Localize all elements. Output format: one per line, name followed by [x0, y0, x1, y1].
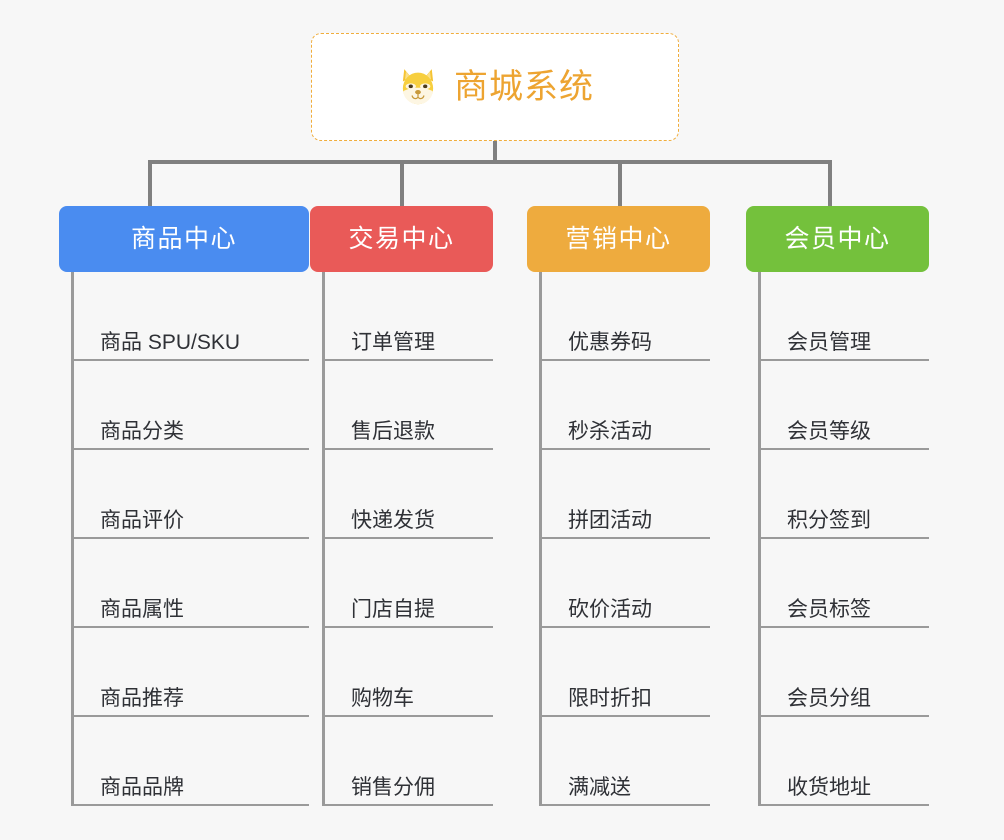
category-label-3: 营销中心 — [565, 224, 672, 253]
leaf-item[interactable]: 会员分组 — [761, 628, 929, 717]
leaf-item[interactable]: 销售分佣 — [325, 717, 493, 806]
leaf-item[interactable]: 商品品牌 — [74, 717, 309, 806]
leaf-label: 购物车 — [351, 687, 414, 710]
leaf-item[interactable]: 订单管理 — [325, 272, 493, 361]
leaf-item[interactable]: 购物车 — [325, 628, 493, 717]
leaf-label: 满减送 — [568, 776, 631, 799]
leaf-item[interactable]: 砍价活动 — [542, 539, 710, 628]
leaf-label: 优惠券码 — [568, 331, 652, 354]
connector-drop-1 — [148, 160, 152, 208]
root-title: 商城系统 — [454, 68, 594, 106]
branch-member-center: 会员中心 会员管理 会员等级 积分签到 会员标签 会员分组 收货地址 — [746, 206, 929, 806]
leaf-label: 会员等级 — [787, 420, 871, 443]
category-label-4: 会员中心 — [784, 224, 891, 253]
leaf-label: 商品分类 — [100, 420, 184, 443]
leaf-label: 会员管理 — [787, 331, 871, 354]
connector-drop-3 — [618, 160, 622, 208]
leaf-label: 会员分组 — [787, 687, 871, 710]
leaf-item[interactable]: 会员标签 — [761, 539, 929, 628]
leaf-label: 商品属性 — [100, 598, 184, 621]
leaf-item[interactable]: 会员管理 — [761, 272, 929, 361]
leaf-label: 限时折扣 — [568, 687, 652, 710]
leaf-item[interactable]: 拼团活动 — [542, 450, 710, 539]
leaf-label: 门店自提 — [351, 598, 435, 621]
leaf-item[interactable]: 满减送 — [542, 717, 710, 806]
leaf-item[interactable]: 售后退款 — [325, 361, 493, 450]
connector-drop-2 — [400, 160, 404, 208]
leaf-item[interactable]: 积分签到 — [761, 450, 929, 539]
connector-horizontal-bus — [148, 160, 832, 164]
leaf-item[interactable]: 商品评价 — [74, 450, 309, 539]
leaf-list-1: 商品 SPU/SKU 商品分类 商品评价 商品属性 商品推荐 商品品牌 — [71, 272, 309, 806]
leaf-item[interactable]: 秒杀活动 — [542, 361, 710, 450]
leaf-item[interactable]: 优惠券码 — [542, 272, 710, 361]
leaf-item[interactable]: 商品推荐 — [74, 628, 309, 717]
leaf-item[interactable]: 限时折扣 — [542, 628, 710, 717]
leaf-item[interactable]: 收货地址 — [761, 717, 929, 806]
category-label-1: 商品中心 — [130, 224, 237, 253]
leaf-list-3: 优惠券码 秒杀活动 拼团活动 砍价活动 限时折扣 满减送 — [539, 272, 710, 806]
leaf-label: 会员标签 — [787, 598, 871, 621]
category-box-1[interactable]: 商品中心 — [59, 206, 309, 272]
leaf-list-4: 会员管理 会员等级 积分签到 会员标签 会员分组 收货地址 — [758, 272, 929, 806]
leaf-item[interactable]: 商品属性 — [74, 539, 309, 628]
shiba-dog-face-icon — [396, 65, 440, 109]
category-box-3[interactable]: 营销中心 — [527, 206, 710, 272]
leaf-label: 积分签到 — [787, 509, 871, 532]
leaf-label: 订单管理 — [351, 331, 435, 354]
leaf-label: 商品评价 — [100, 509, 184, 532]
leaf-label: 收货地址 — [787, 776, 871, 799]
leaf-label: 售后退款 — [351, 420, 435, 443]
category-box-4[interactable]: 会员中心 — [746, 206, 929, 272]
leaf-label: 拼团活动 — [568, 509, 652, 532]
category-label-2: 交易中心 — [348, 224, 455, 253]
leaf-item[interactable]: 商品 SPU/SKU — [74, 272, 309, 361]
leaf-label: 商品 SPU/SKU — [100, 331, 241, 354]
root-node[interactable]: 商城系统 — [311, 33, 679, 141]
branch-product-center: 商品中心 商品 SPU/SKU 商品分类 商品评价 商品属性 商品推荐 商品品牌 — [59, 206, 309, 806]
leaf-item[interactable]: 商品分类 — [74, 361, 309, 450]
leaf-label: 秒杀活动 — [568, 420, 652, 443]
leaf-list-2: 订单管理 售后退款 快递发货 门店自提 购物车 销售分佣 — [322, 272, 493, 806]
leaf-item[interactable]: 快递发货 — [325, 450, 493, 539]
leaf-label: 商品品牌 — [100, 776, 184, 799]
connector-drop-4 — [828, 160, 832, 208]
leaf-label: 商品推荐 — [100, 687, 184, 710]
branch-trade-center: 交易中心 订单管理 售后退款 快递发货 门店自提 购物车 销售分佣 — [310, 206, 493, 806]
leaf-label: 砍价活动 — [568, 598, 652, 621]
leaf-label: 销售分佣 — [351, 776, 435, 799]
leaf-label: 快递发货 — [351, 509, 435, 532]
leaf-item[interactable]: 门店自提 — [325, 539, 493, 628]
leaf-item[interactable]: 会员等级 — [761, 361, 929, 450]
connector-root-stem — [493, 141, 497, 163]
branch-marketing-center: 营销中心 优惠券码 秒杀活动 拼团活动 砍价活动 限时折扣 满减送 — [527, 206, 710, 806]
category-box-2[interactable]: 交易中心 — [310, 206, 493, 272]
